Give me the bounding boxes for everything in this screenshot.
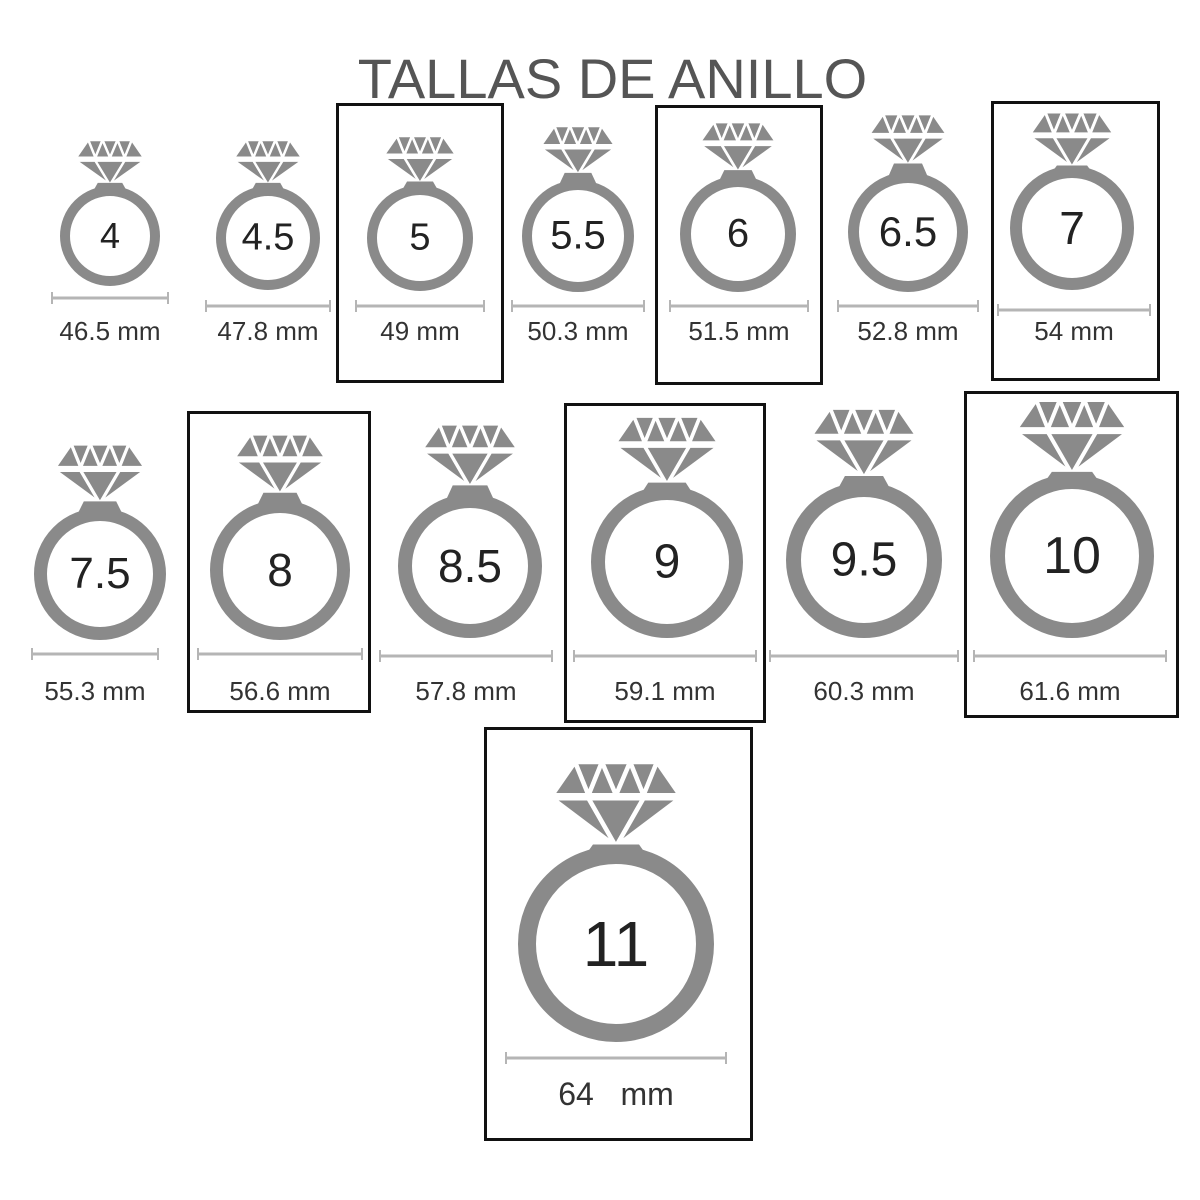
ring-diameter-label: 61.6 mm <box>1019 676 1121 706</box>
diamond-icon <box>867 112 949 167</box>
ring-band <box>210 500 350 640</box>
ring-diameter-label: 49 mm <box>380 316 460 346</box>
measure-line <box>51 292 169 304</box>
highlight-box <box>484 727 753 1141</box>
ring-size-number: 9.5 <box>830 533 898 587</box>
diamond-icon <box>698 120 778 174</box>
ring-size-number: 8 <box>267 544 293 596</box>
ring-size-number: 6 <box>726 211 750 256</box>
ring-size-number: 5 <box>409 216 431 259</box>
ring-diameter-label: 51.5 mm <box>688 316 790 346</box>
highlight-box <box>655 105 823 385</box>
measure-line <box>197 648 363 660</box>
measure-line <box>997 304 1151 316</box>
ring-diameter-label: 55.3 mm <box>44 676 146 706</box>
measure-line <box>769 650 959 662</box>
diamond-icon <box>420 422 520 490</box>
ring-band <box>990 474 1154 638</box>
ring-band <box>398 494 542 638</box>
highlight-box <box>991 101 1160 381</box>
ring-size-number: 4.5 <box>241 216 295 259</box>
measure-line <box>511 300 645 312</box>
ring-diameter-label: 54 mm <box>1034 316 1114 346</box>
diamond-icon <box>809 406 919 480</box>
measure-line <box>505 1052 727 1064</box>
ring-size-number: 5.5 <box>550 213 606 258</box>
diamond-icon <box>1014 398 1130 476</box>
ring-size-number: 8.5 <box>438 540 502 592</box>
ring-diameter-label: 47.8 mm <box>217 316 319 346</box>
ring-band <box>680 176 796 292</box>
diamond-icon <box>539 124 617 177</box>
ring-size-number: 7.5 <box>69 549 131 598</box>
ring-diameter-label: 60.3 mm <box>813 676 915 706</box>
ring-diameter-label: 59.1 mm <box>614 676 716 706</box>
measure-line <box>355 300 485 312</box>
ring-diameter-label: 52.8 mm <box>857 316 959 346</box>
ring-size-number: 9 <box>653 535 681 589</box>
ring-band <box>216 186 320 290</box>
ring-diameter-label: 57.8 mm <box>415 676 517 706</box>
highlight-box <box>964 391 1179 718</box>
diamond-icon <box>232 138 304 187</box>
chart-title: TALLAS DE ANILLO <box>357 47 868 110</box>
ring-size-number: 7 <box>1059 202 1085 254</box>
ring-size-number: 4 <box>99 215 121 256</box>
ring-band <box>367 185 473 291</box>
ring-band <box>848 172 968 292</box>
measure-line <box>573 650 757 662</box>
ring-diameter-label: 56.6 mm <box>229 676 331 706</box>
measure-line <box>973 650 1167 662</box>
ring-band <box>1010 166 1134 290</box>
ring-size-number: 6.5 <box>878 208 938 255</box>
diamond-icon <box>382 134 458 185</box>
highlight-box <box>187 411 371 713</box>
highlight-box <box>336 103 504 383</box>
ring-band <box>60 186 160 286</box>
diamond-icon <box>1028 110 1116 169</box>
diamond-icon <box>549 759 683 849</box>
ring-band <box>786 482 942 638</box>
diamond-icon <box>232 432 328 497</box>
ring-size-number: 10 <box>1043 527 1101 585</box>
measure-line <box>205 300 331 312</box>
measure-line <box>837 300 979 312</box>
ring-diameter-label: 50.3 mm <box>527 316 629 346</box>
diamond-icon <box>613 414 721 487</box>
diamond-icon <box>74 138 146 187</box>
highlight-box <box>564 403 766 723</box>
ring-diameter-label: 46.5 mm <box>59 316 161 346</box>
ring-band <box>522 180 634 292</box>
measure-line <box>669 300 809 312</box>
ring-size-number: 11 <box>582 908 650 980</box>
ring-band <box>34 508 166 640</box>
measure-line <box>379 650 553 662</box>
measure-line <box>31 648 159 660</box>
ring-band <box>591 486 743 638</box>
ring-band <box>518 846 714 1042</box>
diamond-icon <box>53 442 147 505</box>
ring-diameter-label: 64 mm <box>558 1076 674 1112</box>
